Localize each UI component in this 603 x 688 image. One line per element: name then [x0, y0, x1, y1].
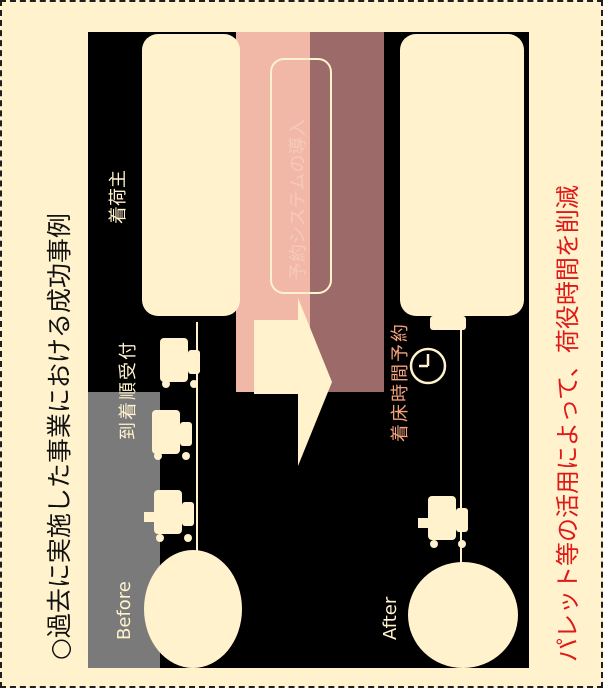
system-band-right: [310, 32, 384, 392]
shipper-warehouse-after: [400, 34, 524, 316]
origin-circle-after: [408, 562, 518, 668]
page-heading: ○過去に実施した事業における成功事例: [45, 213, 74, 660]
shipper-warehouse-before: [142, 34, 240, 316]
truck-icon: [152, 410, 192, 460]
clock-icon: [409, 347, 447, 385]
truck-icon: [160, 338, 200, 388]
result-text: パレット等の活用によって、荷役時間を削減: [554, 185, 582, 662]
route-line-before: [196, 322, 198, 554]
truck-icon: [144, 490, 194, 542]
arrival-order-label: 到着順受付: [118, 340, 139, 440]
before-after-diagram: 予約システムの導入 Before 着荷主 到着順受付 After: [88, 32, 529, 668]
truck-icon: [418, 496, 468, 548]
truck-icon: [430, 316, 466, 330]
shipper-label-before: 着荷主: [108, 170, 129, 224]
system-intro-box: [270, 58, 332, 294]
arrow-right-icon: [254, 298, 332, 466]
system-intro-label: 予約システムの導入: [288, 118, 309, 280]
route-line-after: [460, 322, 462, 566]
after-label: After: [380, 596, 401, 640]
origin-circle-before: [144, 550, 242, 668]
before-label: Before: [114, 581, 135, 640]
